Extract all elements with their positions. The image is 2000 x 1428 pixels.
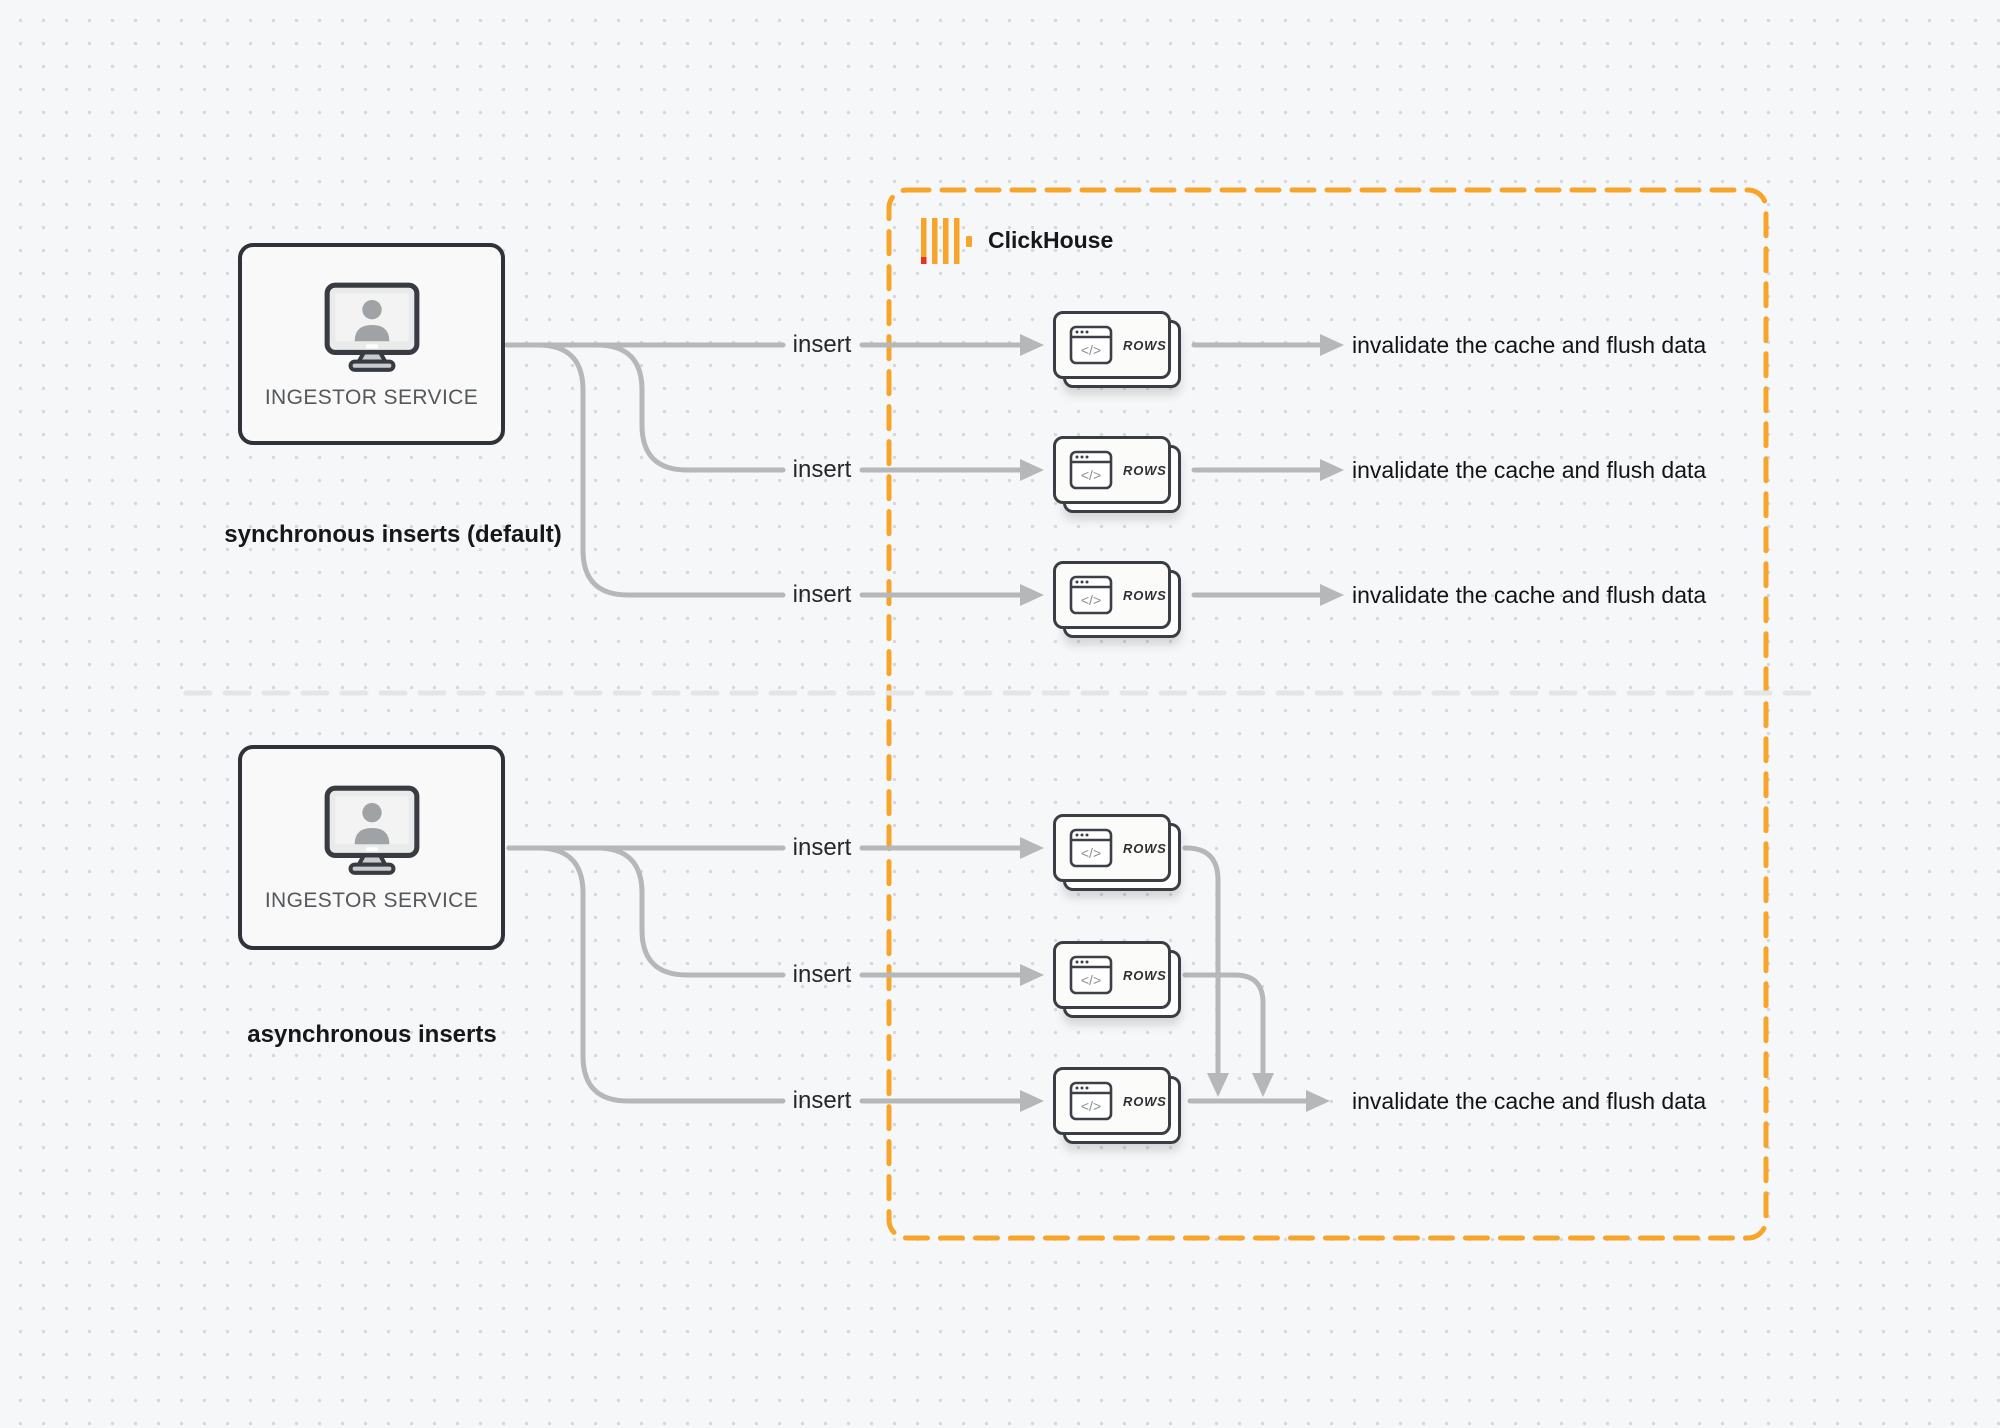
- svg-text:</>: </>: [1081, 467, 1101, 483]
- async-connector-3: [506, 845, 786, 1104]
- rows-card: </> ROWS: [1053, 814, 1181, 891]
- async-caption: asynchronous inserts: [247, 1021, 497, 1048]
- sync-connector-3: [504, 342, 786, 598]
- code-window-icon: </>: [1069, 450, 1113, 490]
- sync-caption: synchronous inserts (default): [224, 521, 562, 548]
- async-result-arrow: [1187, 1090, 1330, 1112]
- svg-text:</>: </>: [1081, 342, 1101, 358]
- async-insert-arrow-2: [859, 964, 1044, 986]
- rows-label: ROWS: [1123, 840, 1167, 856]
- card-front: </> ROWS: [1053, 561, 1171, 629]
- code-window-icon: </>: [1069, 325, 1113, 365]
- rows-card: </> ROWS: [1053, 1067, 1181, 1144]
- sync-result-arrow-2: [1191, 459, 1344, 481]
- async-merge-arrow-1: [1182, 845, 1229, 1097]
- ingestor-service-box-async: INGESTOR SERVICE: [238, 745, 505, 950]
- insert-label: insert: [792, 456, 852, 483]
- card-front: </> ROWS: [1053, 1067, 1171, 1135]
- code-window-icon: </>: [1069, 575, 1113, 615]
- clickhouse-bars-icon: [921, 218, 972, 264]
- svg-text:</>: </>: [1081, 845, 1101, 861]
- insert-label: insert: [792, 834, 852, 861]
- rows-card: </> ROWS: [1053, 311, 1181, 388]
- sync-insert-arrow-3: [859, 584, 1044, 606]
- async-insert-arrow-1: [859, 837, 1044, 859]
- rows-card: </> ROWS: [1053, 561, 1181, 638]
- rows-label: ROWS: [1123, 1093, 1167, 1109]
- card-front: </> ROWS: [1053, 436, 1171, 504]
- rows-label: ROWS: [1123, 587, 1167, 603]
- rows-card: </> ROWS: [1053, 436, 1181, 513]
- ingestor-service-label: INGESTOR SERVICE: [264, 385, 479, 409]
- sync-connector-2: [504, 342, 786, 473]
- insert-label: insert: [792, 331, 852, 358]
- sync-result-arrow-1: [1191, 334, 1344, 356]
- svg-text:</>: </>: [1081, 1098, 1101, 1114]
- sync-insert-arrow-1: [859, 334, 1044, 356]
- insert-label: insert: [792, 581, 852, 608]
- insert-label: insert: [792, 961, 852, 988]
- async-connector-2: [506, 845, 786, 978]
- async-merge-arrow-2: [1182, 972, 1274, 1097]
- rows-label: ROWS: [1123, 967, 1167, 983]
- monitor-user-icon: [324, 282, 419, 372]
- code-window-icon: </>: [1069, 828, 1113, 868]
- svg-text:</>: </>: [1081, 972, 1101, 988]
- rows-label: ROWS: [1123, 462, 1167, 478]
- rows-card: </> ROWS: [1053, 941, 1181, 1018]
- card-front: </> ROWS: [1053, 814, 1171, 882]
- code-window-icon: </>: [1069, 1081, 1113, 1121]
- card-front: </> ROWS: [1053, 941, 1171, 1009]
- monitor-user-icon: [324, 785, 419, 875]
- insert-label: insert: [792, 1087, 852, 1114]
- clickhouse-cluster-boundary: [886, 187, 1769, 1241]
- result-label: invalidate the cache and flush data: [1352, 332, 1707, 358]
- result-label: invalidate the cache and flush data: [1352, 457, 1707, 483]
- clickhouse-brand-label: ClickHouse: [988, 227, 1114, 253]
- async-insert-arrow-3: [859, 1090, 1044, 1112]
- ingestor-service-label: INGESTOR SERVICE: [264, 889, 479, 912]
- svg-text:</>: </>: [1081, 592, 1101, 608]
- result-label: invalidate the cache and flush data: [1352, 1088, 1707, 1114]
- sync-insert-arrow-2: [859, 459, 1044, 481]
- sync-result-arrow-3: [1191, 584, 1344, 606]
- ingestor-service-box-sync: INGESTOR SERVICE: [238, 243, 505, 445]
- card-front: </> ROWS: [1053, 311, 1171, 379]
- result-label: invalidate the cache and flush data: [1352, 582, 1707, 608]
- code-window-icon: </>: [1069, 955, 1113, 995]
- rows-label: ROWS: [1123, 337, 1167, 353]
